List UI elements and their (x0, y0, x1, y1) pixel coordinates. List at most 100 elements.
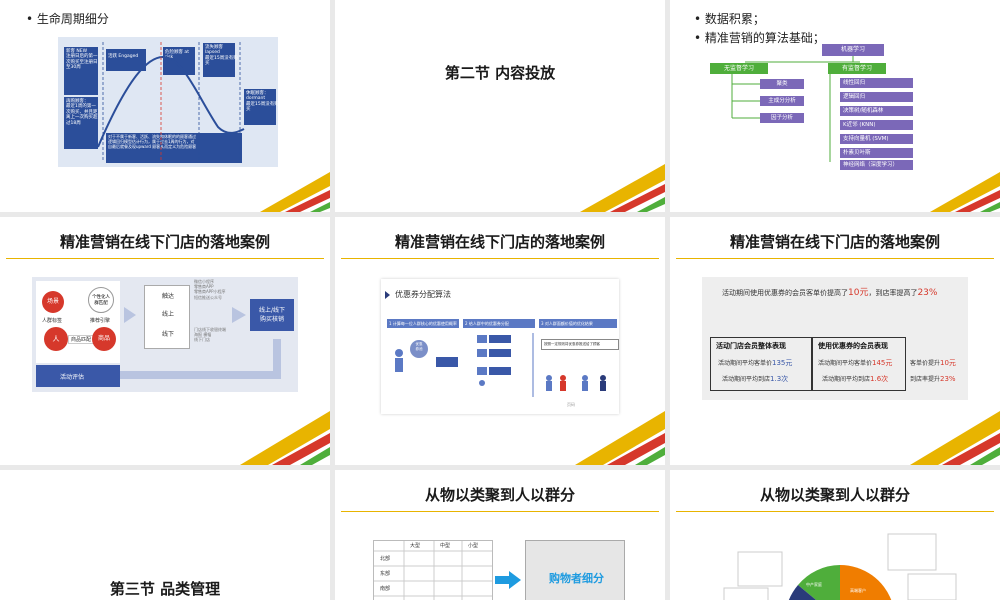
slide-decoration-stripe (240, 411, 330, 465)
ml-root: 机器学习 (822, 44, 884, 56)
coupon-algorithm-card: 优惠券分配算法 1 计算每一位人群核心的优惠使用概率P 2 给人群中的优惠券分配… (381, 279, 619, 414)
grid-col-header: 小型 (468, 543, 479, 549)
card-marker (385, 291, 390, 299)
table-col-1 (710, 337, 812, 391)
slide-offline-case-3[interactable]: 精准营销在线下门店的落地案例 活动期间使用优惠券的会员客单价提高了10元，到店率… (670, 217, 1000, 465)
slide-offline-case-1[interactable]: 精准营销在线下门店的落地案例 场景 人群标签 个性化人 群匹配 推荐引擎 人 商… (0, 217, 330, 465)
slide-segmentation-2[interactable]: 从物以类聚到人以群分 中产家庭 高端客户 (670, 470, 1000, 600)
card-title: 优惠券分配算法 (395, 290, 451, 299)
ml-sup-item: 决策树/随机森林 (840, 106, 913, 116)
step-header-2: 2 给人群中的优惠券分配 (463, 319, 535, 328)
ml-unsup-item: 因子分析 (760, 113, 804, 123)
table-cell: 活动期间平均到店1.6次 (822, 375, 889, 383)
ml-tree-lines (731, 56, 860, 162)
slide-decoration-stripe (910, 411, 1000, 465)
grid-col-header: 大型 (410, 543, 421, 549)
lifecycle-chart: 新客 NEW 注册日后的第一 次购买至注册日 至30周 再购顾客： 最近1周的第… (58, 37, 279, 167)
category-grid: 大型 中型 小型 北部 东部 南部 (373, 540, 493, 600)
slide-title: 从物以类聚到人以群分 (424, 486, 575, 504)
offline-label: 线下 (162, 331, 175, 338)
slide-section-3[interactable]: 第三节 品类管理 (0, 470, 330, 600)
ml-sup-item: 线性回归 (840, 78, 913, 88)
table-col-2 (812, 337, 906, 391)
lifecycle-box-active: 活跃 Engaged (106, 49, 146, 71)
shopper-segment-label: 购物者细分 (549, 572, 604, 585)
online-channel-list: 微信小程序 零售商APP 零售商APP小程序 短信推送公众号 (194, 279, 226, 300)
slide-segmentation-1[interactable]: 从物以类聚到人以群分 大型 中型 小型 北部 东部 南部 购物者细分 (335, 470, 665, 600)
step-header-1: 1 计算每一位人群核心的优惠使用概率P (387, 319, 459, 328)
segment-label: 中产家庭 (806, 582, 822, 587)
arrow-right-icon (495, 571, 521, 589)
table-cell: 活动期间平均到店1.3次 (722, 375, 789, 383)
slide-section-2[interactable]: 第二节 内容投放 (335, 0, 665, 212)
slide-title: 精准营销在线下门店的落地案例 (394, 233, 605, 251)
lifecycle-box-new: 新客 NEW 注册日后的第一 次购买至注册日 至30周 (64, 47, 98, 95)
evaluation-label: 活动评估 (60, 374, 85, 381)
slide-decoration-stripe (575, 411, 665, 465)
headline-text: 活动期间使用优惠券的会员客单价提高了 (722, 289, 848, 297)
slide-decoration-stripe (260, 172, 330, 212)
section-title: 第二节 内容投放 (444, 64, 556, 82)
shopper-segment-panel (525, 540, 625, 600)
segment-label: 高端客户 (850, 588, 866, 593)
segment-pie (723, 533, 957, 600)
lifecycle-box-reactive: 再购顾客： 最近1周的第一 次购买、并且距 离上一次购买超 过18周 (64, 97, 98, 149)
step-header-3: 3 对人群面额价值的优化结果 (539, 319, 617, 328)
slide1-bullet: • 生命周期细分 (26, 12, 109, 26)
ml-unsup-item: 聚类 (760, 79, 804, 89)
slide-title: 从物以类聚到人以群分 (759, 486, 910, 504)
ml-sup-item: 逻辑回归 (840, 92, 913, 102)
slide-title: 精准营销在线下门店的落地案例 (59, 233, 270, 251)
results-card: 活动期间使用优惠券的会员客单价提高了10元，到店率提高了23% 活动门店会员整体… (702, 277, 968, 400)
table-header-2: 使用优惠券的会员表现 (818, 342, 888, 350)
slide3-bullet-2: • 精准营销的算法基础； (694, 31, 825, 45)
title-underline (676, 511, 994, 512)
goods-circle: 商品 (92, 327, 116, 351)
ml-sup-item: 支持向量机 (SVM) (840, 134, 913, 144)
precision-flow-diagram: 场景 人群标签 个性化人 群匹配 推荐引擎 人 商品匹配 商品 触达 线上 线下… (32, 277, 298, 392)
slide-ml-basis[interactable]: • 数据积累； • 精准营销的算法基础； 机器学习 无监督学习 有监督学习 聚类… (670, 0, 1000, 212)
purchase-box: 线上/线下 购买核销 (250, 299, 294, 331)
lifecycle-box-dormant: 休眠顾客： dormant 最近15周没有购 买 (244, 89, 279, 125)
lifecycle-box-lapsed: 流失顾客 lapsed 最近15周没有购 买 (203, 43, 238, 77)
slide-offline-case-2[interactable]: 精准营销在线下门店的落地案例 优惠券分配算法 1 计算每一位人群核心的优惠使用概… (335, 217, 665, 465)
slide-lifecycle[interactable]: • 生命周期细分 新客 NEW 注册日后的第一 次购买至注册日 至30周 再购顾… (0, 0, 330, 212)
offline-channel-list: 门店线下收银终端 海报 横幅 线下门店 (194, 327, 226, 343)
table-header-1: 活动门店会员整体表现 (716, 342, 786, 350)
touch-label: 触达 (162, 293, 175, 300)
headline-value-2: 23% (917, 288, 938, 298)
online-label: 线上 (162, 311, 175, 318)
section-title: 第三节 品类管理 (109, 580, 221, 598)
grid-row-header: 东部 (380, 571, 391, 577)
grid-row-header: 北部 (380, 556, 391, 562)
title-underline (341, 511, 659, 512)
ml-sup-item: K近邻 (KNN) (840, 120, 913, 130)
coupon-figures (395, 333, 606, 397)
table-cell: 客单价提升10元 (910, 359, 956, 367)
title-underline (676, 258, 994, 259)
slide-decoration-stripe (930, 172, 1000, 212)
lifecycle-box-peak: 危险顾客 at risk (163, 47, 195, 75)
touch-panel (144, 285, 190, 349)
lifecycle-curve (97, 42, 245, 162)
push-rule-note: 按照一定规则将优惠券推送给了顾客 (541, 339, 619, 350)
page-label: 页码 (567, 402, 575, 407)
ml-sup-item: 朴素贝叶斯 (840, 148, 913, 158)
table-cell: 活动期间平均客单价145元 (818, 359, 893, 367)
slide-title: 精准营销在线下门店的落地案例 (729, 233, 940, 251)
push-label: 推荐引擎 (90, 318, 111, 324)
slide-decoration-stripe (580, 164, 665, 212)
headline-text-2: ，到店率提高了 (868, 289, 918, 297)
title-underline (341, 258, 659, 259)
ml-supervised: 有监督学习 (828, 63, 886, 74)
ml-unsupervised: 无监督学习 (710, 63, 768, 74)
title-underline (6, 258, 324, 259)
table-cell: 活动期间平均客单价135元 (718, 359, 793, 367)
coupon-pool: 优惠 券池 (415, 342, 423, 351)
flow-arrows (44, 307, 281, 379)
ml-unsup-item: 主成分分析 (760, 96, 804, 106)
headline-value-1: 10元 (848, 288, 869, 298)
person-tag-label: 人群标签 (42, 318, 63, 324)
grid-row-header: 南部 (380, 586, 391, 592)
personal-rec-circle: 个性化人 群匹配 (88, 287, 114, 313)
